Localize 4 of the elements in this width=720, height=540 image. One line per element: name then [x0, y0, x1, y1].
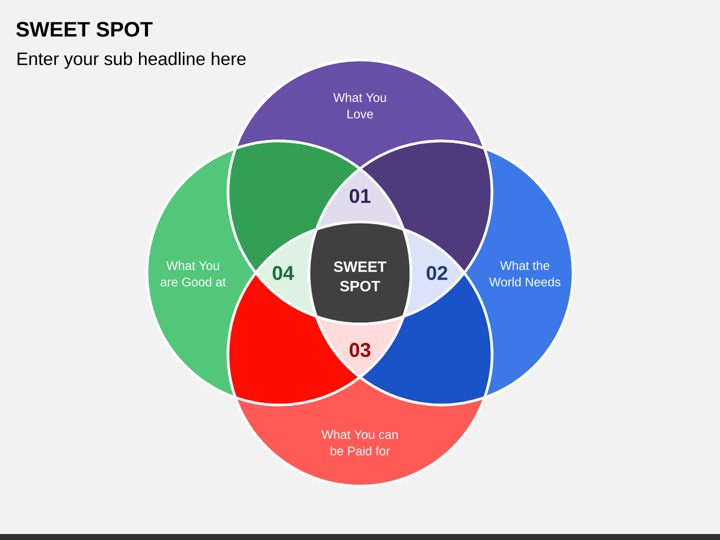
circle-segment: What the World Needs	[462, 147, 574, 399]
circle-segment: What You are Good at	[146, 147, 258, 399]
title: SWEET SPOT	[16, 22, 153, 37]
circle-segment: What You can be Paid for	[234, 376, 486, 488]
